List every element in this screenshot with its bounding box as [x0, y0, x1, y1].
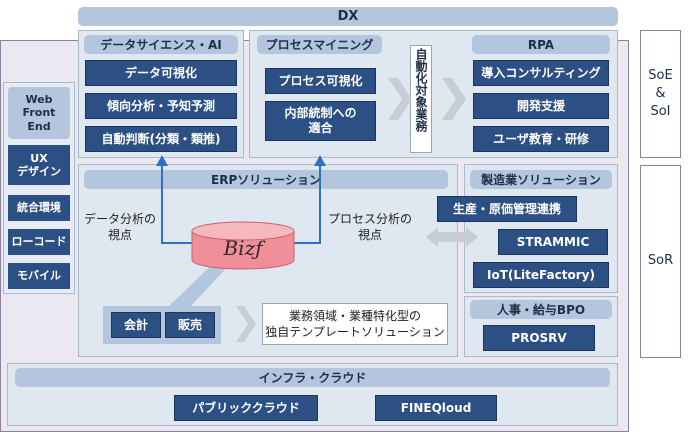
manufacturing-title: 製造業ソリューション	[470, 170, 612, 189]
left-item-ux: UX デザイン	[8, 145, 70, 185]
infra-item-public-cloud: パブリッククラウド	[174, 395, 318, 421]
mfg-item-iot: IoT(LiteFactory)	[473, 262, 609, 288]
pm-item-internal-control: 内部統制への 適合	[265, 101, 376, 141]
mfg-item-strammic: STRAMMIC	[498, 229, 608, 255]
ds-item-visualization: データ可視化	[85, 60, 237, 86]
bizf-logo: Bizƒ	[223, 236, 263, 260]
web-front-end-label: Web Front End	[8, 87, 70, 139]
callout-pointer	[168, 262, 232, 307]
chevron-arrow-icon	[236, 306, 256, 342]
ds-item-judgment: 自動判断(分類・類推)	[85, 126, 237, 152]
flow-arrows	[161, 165, 321, 244]
erp-right-caption: プロセス分析の 視点	[327, 212, 412, 243]
mfg-item-production-cost: 生産・原価管理連携	[437, 196, 577, 222]
erp-left-caption: データ分析の 視点	[83, 212, 156, 243]
module-sales: 販売	[165, 312, 215, 338]
infra-title: インフラ・クラウド	[15, 368, 610, 387]
rpa-title: RPA	[472, 35, 610, 54]
chevron-arrow-icon	[388, 78, 412, 120]
template-solution-box: 業務領域・業種特化型の 独自テンプレートソリューション	[262, 303, 448, 345]
soe-soi-label: SoE & SoI	[640, 30, 681, 158]
ds-item-prediction: 傾向分析・予知予測	[85, 93, 237, 119]
hr-item-prosrv: PROSRV	[483, 325, 595, 351]
chevron-arrow-icon	[442, 78, 466, 120]
automation-target-label: 自動化対象業務	[414, 48, 428, 132]
double-arrow-icon	[426, 227, 478, 247]
database-cylinder-icon	[191, 221, 295, 270]
left-item-integrated: 統合環境	[8, 195, 70, 221]
hr-title: 人事・給与BPO	[470, 300, 612, 319]
process-mining-title: プロセスマイニング	[257, 35, 382, 54]
pm-item-visualization: プロセス可視化	[265, 68, 376, 94]
rpa-item-consulting: 導入コンサルティング	[473, 60, 609, 86]
sor-label: SoR	[640, 165, 681, 358]
dx-banner: DX	[78, 7, 618, 26]
erp-title: ERPソリューション	[84, 170, 448, 189]
up-arrow-icon	[156, 155, 168, 166]
rpa-item-training: ユーザ教育・研修	[473, 126, 609, 152]
up-arrow-icon	[314, 155, 326, 166]
module-accounting: 会計	[111, 312, 161, 338]
infra-item-fineqloud: FINEQloud	[375, 395, 497, 421]
data-science-title: データサイエンス・AI	[84, 35, 238, 54]
rpa-item-development: 開発支援	[473, 93, 609, 119]
left-item-lowcode: ローコード	[8, 229, 70, 255]
left-item-mobile: モバイル	[8, 263, 70, 289]
